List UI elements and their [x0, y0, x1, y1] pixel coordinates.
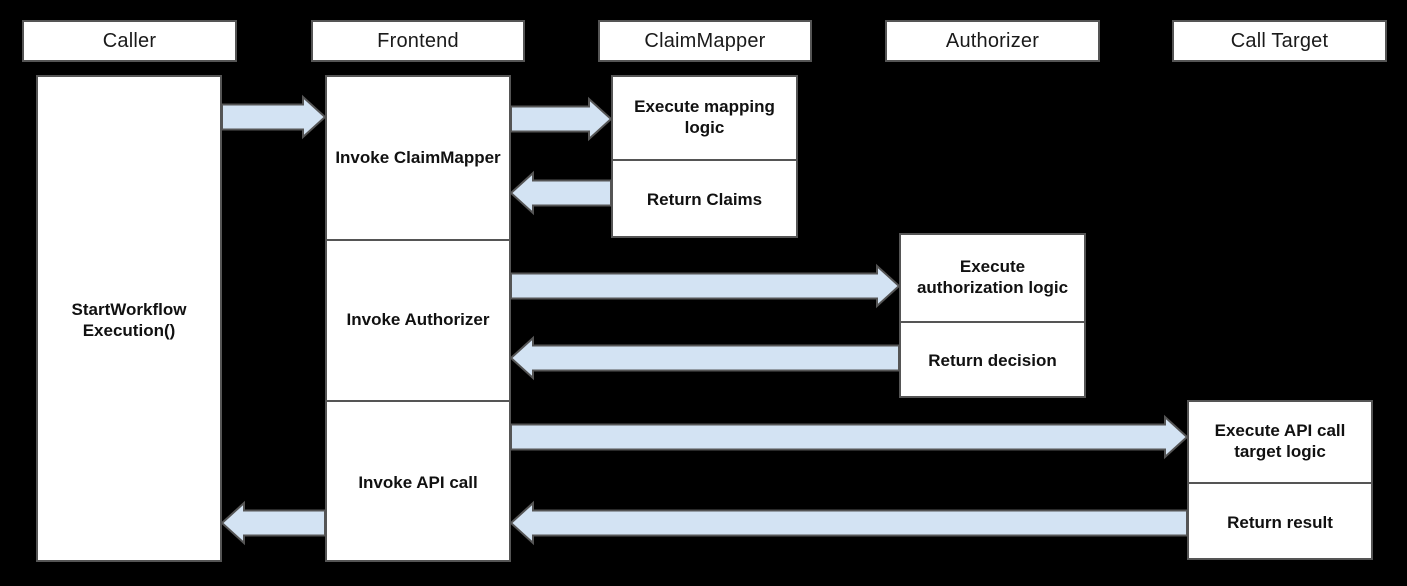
segment-label: Return result — [1227, 512, 1333, 532]
msg-caller-to-frontend — [221, 94, 327, 139]
activation-calltarget: Execute API call target logic Return res… — [1187, 400, 1373, 560]
lane-header-authorizer: Authorizer — [885, 20, 1100, 62]
lane-header-frontend: Frontend — [311, 20, 525, 62]
lane-header-calltarget-label: Call Target — [1230, 29, 1329, 52]
activation-segment-return-decision: Return decision — [901, 321, 1084, 400]
lane-header-claimmapper: ClaimMapper — [598, 20, 812, 62]
segment-label: Invoke Authorizer — [346, 310, 490, 330]
lane-header-frontend-label: Frontend — [377, 29, 459, 52]
msg-claimmapper-to-frontend — [509, 170, 612, 215]
activation-segment-invoke-api-call: Invoke API call — [327, 400, 509, 564]
activation-segment-execute-api-call-target-logic: Execute API call target logic — [1189, 402, 1371, 482]
msg-frontend-to-authorizer — [510, 263, 901, 308]
segment-label: Return Claims — [646, 190, 763, 210]
msg-authorizer-to-frontend — [509, 335, 900, 380]
lane-header-caller-label: Caller — [102, 29, 157, 52]
segment-label: Execute mapping logic — [634, 97, 775, 137]
activation-segment-execute-mapping-logic: Execute mapping logic — [613, 77, 796, 159]
activation-segment-return-result: Return result — [1189, 482, 1371, 562]
activation-caller: StartWorkflow Execution() — [36, 75, 222, 562]
activation-segment-return-claims: Return Claims — [613, 159, 796, 240]
lane-header-calltarget: Call Target — [1172, 20, 1387, 62]
activation-segment-caller-start-workflow: StartWorkflow Execution() — [38, 77, 220, 564]
lane-header-claimmapper-label: ClaimMapper — [644, 29, 766, 52]
activation-claimmapper: Execute mapping logic Return Claims — [611, 75, 798, 238]
lane-header-authorizer-label: Authorizer — [945, 29, 1040, 52]
segment-label: Return decision — [928, 351, 1057, 371]
activation-segment-invoke-claimmapper: Invoke ClaimMapper — [327, 77, 509, 239]
msg-frontend-to-calltarget — [510, 414, 1189, 459]
msg-frontend-to-claimmapper — [510, 96, 613, 141]
lane-header-caller: Caller — [22, 20, 237, 62]
msg-frontend-to-caller — [220, 500, 326, 545]
activation-segment-execute-authorization-logic: Execute authorization logic — [901, 235, 1084, 321]
segment-label: Execute API call target logic — [1214, 421, 1346, 461]
segment-label: StartWorkflow Execution() — [71, 299, 187, 340]
msg-calltarget-to-frontend — [509, 500, 1188, 545]
activation-authorizer: Execute authorization logic Return decis… — [899, 233, 1086, 398]
activation-segment-invoke-authorizer: Invoke Authorizer — [327, 239, 509, 400]
activation-frontend: Invoke ClaimMapper Invoke Authorizer Inv… — [325, 75, 511, 562]
segment-label: Invoke ClaimMapper — [335, 147, 501, 167]
segment-label: Invoke API call — [358, 472, 478, 492]
segment-label: Execute authorization logic — [916, 257, 1069, 297]
